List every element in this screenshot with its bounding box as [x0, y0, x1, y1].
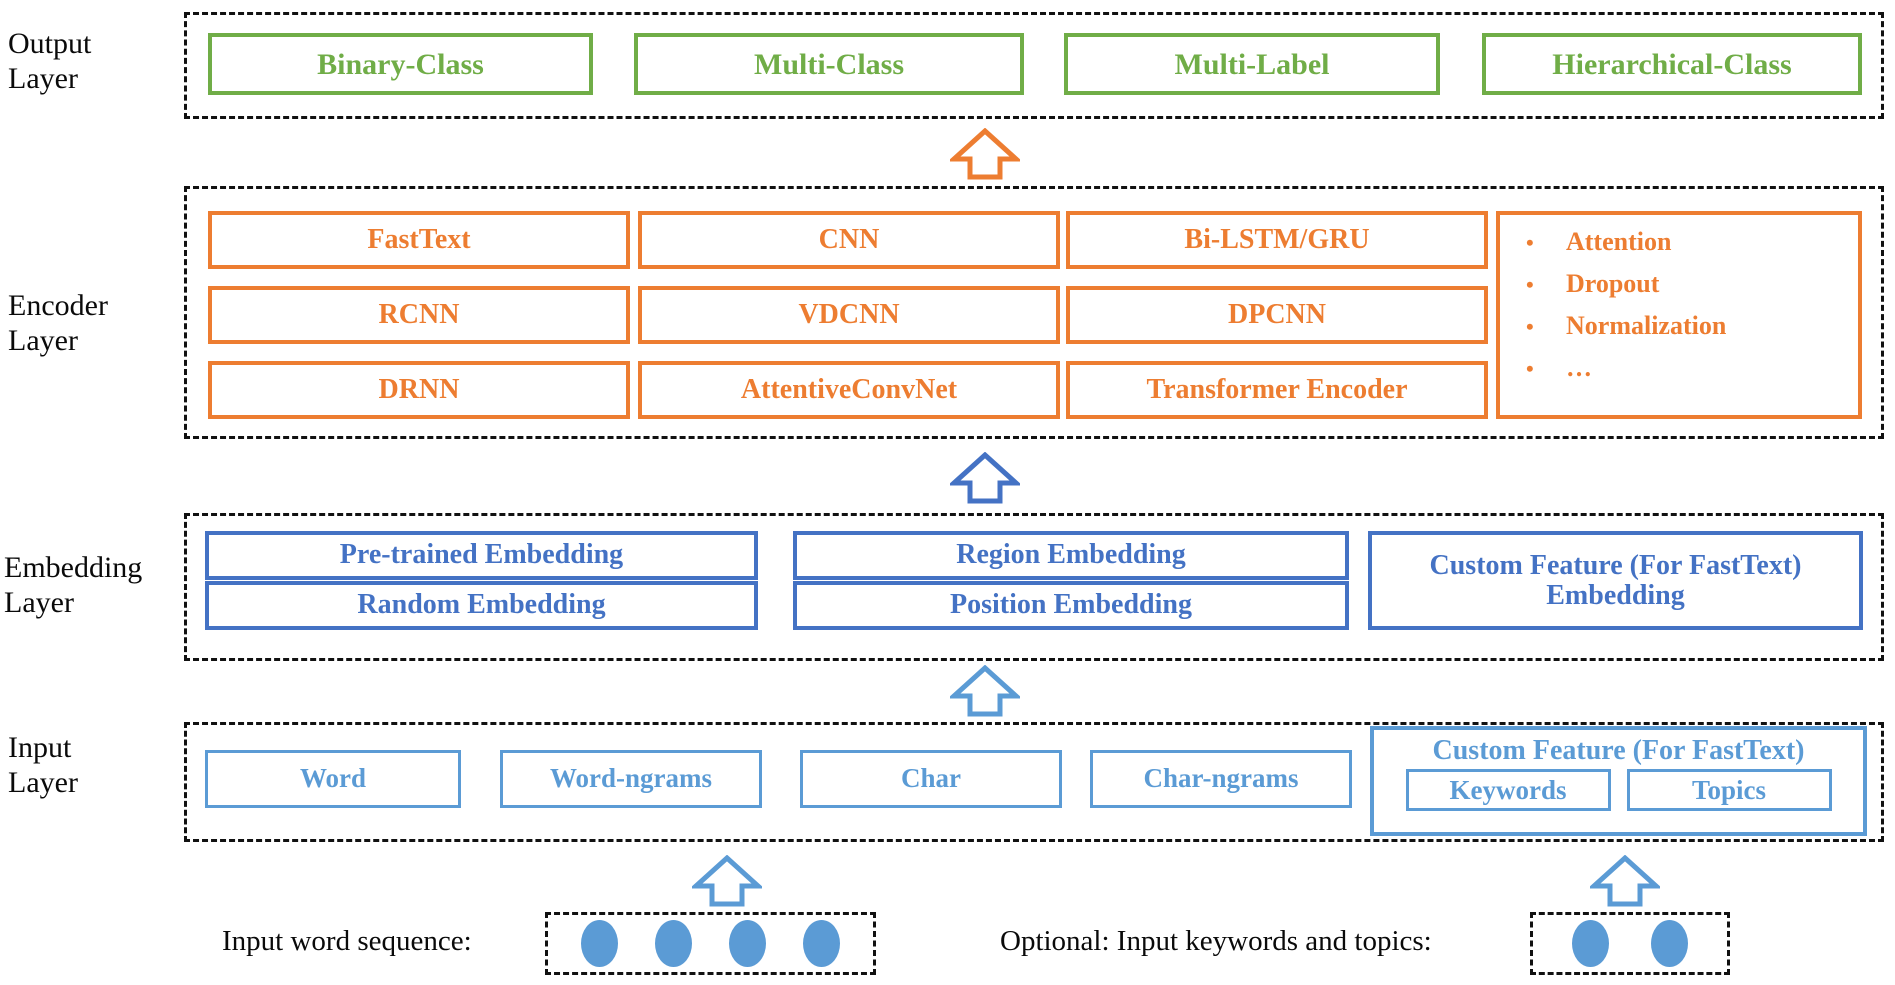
encoder-extra-item: • … [1526, 355, 1858, 381]
bullet-icon: • [1526, 314, 1534, 339]
encoder-item-bilstm-gru[interactable]: Bi-LSTM/GRU [1066, 211, 1488, 269]
embedding-item-pretrained[interactable]: Pre-trained Embedding [205, 531, 758, 580]
output-layer-label: Output Layer [8, 27, 92, 96]
encoder-extra-label: Attention [1566, 227, 1672, 256]
token-dot [803, 920, 841, 967]
input-custom-feature-box[interactable]: Custom Feature (For FastText) Keywords T… [1370, 726, 1867, 836]
input-item-word-ngrams[interactable]: Word-ngrams [500, 750, 762, 808]
input-custom-feature-keywords[interactable]: Keywords [1405, 769, 1611, 812]
arrow-embedding-to-encoder [947, 451, 1023, 504]
arrow-word-sequence-to-input [689, 854, 765, 907]
embedding-item-position[interactable]: Position Embedding [793, 581, 1349, 630]
encoder-item-transformer-encoder[interactable]: Transformer Encoder [1066, 361, 1488, 419]
encoder-extra-item: • Attention [1526, 229, 1858, 255]
encoder-item-drnn[interactable]: DRNN [208, 361, 630, 419]
encoder-extra-label: … [1566, 353, 1592, 382]
input-layer-group [184, 722, 1884, 842]
encoder-layer-group [184, 186, 1884, 439]
keywords-topics-token-group [1530, 912, 1730, 975]
token-dot [580, 920, 618, 967]
embedding-custom-feature-subtitle: Embedding [1546, 579, 1685, 611]
token-dot [1572, 920, 1609, 967]
encoder-extra-item: • Normalization [1526, 313, 1858, 339]
input-custom-feature-title: Custom Feature (For FastText) [1432, 735, 1805, 766]
arrow-encoder-to-output [947, 127, 1023, 180]
encoder-item-vdcnn[interactable]: VDCNN [638, 286, 1060, 344]
output-item-hierarchical-class[interactable]: Hierarchical-Class [1482, 33, 1862, 95]
encoder-layer-label: Encoder Layer [8, 289, 108, 358]
output-item-multi-label[interactable]: Multi-Label [1064, 33, 1440, 95]
word-sequence-token-group [545, 912, 876, 975]
encoder-extra-label: Dropout [1566, 269, 1660, 298]
input-item-word[interactable]: Word [205, 750, 461, 808]
embedding-custom-feature-box[interactable]: Custom Feature (For FastText) Embedding [1368, 531, 1863, 630]
arrow-keywords-topics-to-input [1587, 854, 1663, 907]
arrow-input-to-embedding [947, 664, 1023, 717]
input-custom-feature-topics[interactable]: Topics [1626, 769, 1832, 812]
output-item-binary-class[interactable]: Binary-Class [208, 33, 593, 95]
input-layer-label: Input Layer [8, 731, 78, 800]
output-item-multi-class[interactable]: Multi-Class [634, 33, 1024, 95]
embedding-layer-label: Embedding Layer [4, 551, 143, 620]
encoder-extra-label: Normalization [1566, 311, 1727, 340]
encoder-item-cnn[interactable]: CNN [638, 211, 1060, 269]
bullet-icon: • [1526, 272, 1534, 297]
encoder-extras-box: • Attention • Dropout • Normalization • … [1496, 211, 1862, 419]
output-layer-group [184, 12, 1884, 119]
input-custom-feature-subitems: Keywords Topics [1405, 769, 1832, 812]
encoder-item-rcnn[interactable]: RCNN [208, 286, 630, 344]
embedding-item-region[interactable]: Region Embedding [793, 531, 1349, 580]
word-sequence-caption: Input word sequence: [222, 925, 472, 957]
keywords-topics-caption: Optional: Input keywords and topics: [1000, 925, 1432, 957]
embedding-layer-group [184, 513, 1884, 661]
embedding-item-random[interactable]: Random Embedding [205, 581, 758, 630]
embedding-custom-feature-title: Custom Feature (For FastText) [1429, 550, 1802, 582]
encoder-extra-item: • Dropout [1526, 271, 1858, 297]
token-dot [729, 920, 767, 967]
encoder-item-fasttext[interactable]: FastText [208, 211, 630, 269]
token-dot [654, 920, 692, 967]
encoder-item-dpcnn[interactable]: DPCNN [1066, 286, 1488, 344]
encoder-item-attentiveconvnet[interactable]: AttentiveConvNet [638, 361, 1060, 419]
bullet-icon: • [1526, 230, 1534, 255]
input-item-char-ngrams[interactable]: Char-ngrams [1090, 750, 1352, 808]
input-item-char[interactable]: Char [800, 750, 1062, 808]
bullet-icon: • [1526, 356, 1534, 381]
token-dot [1651, 920, 1688, 967]
